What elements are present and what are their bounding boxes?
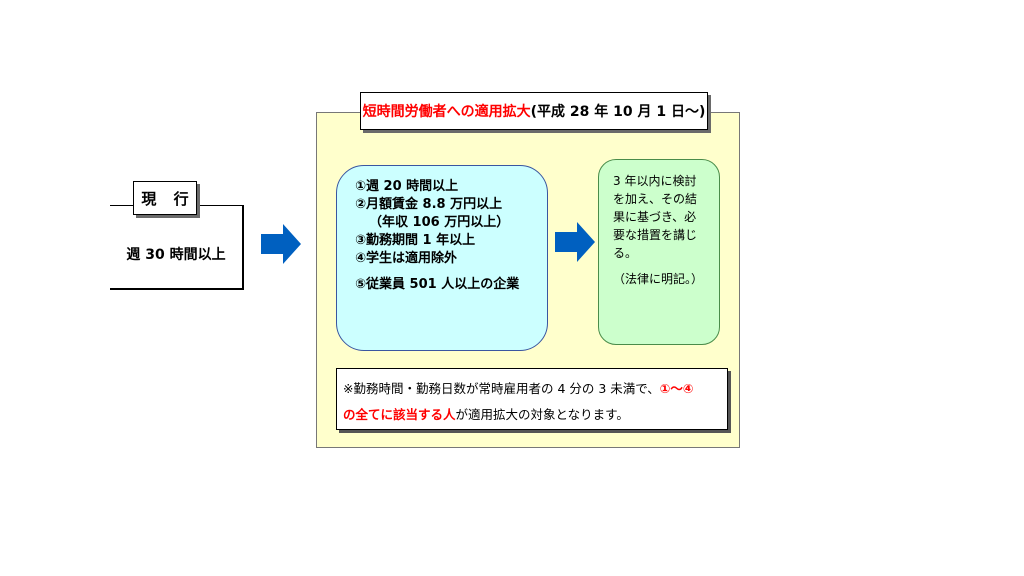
condition-item: （年収 106 万円以上） xyxy=(369,215,510,230)
arrow-right-icon xyxy=(261,224,301,264)
condition-item: ①週 20 時間以上 xyxy=(355,179,459,194)
expansion-title: 短時間労働者への適用拡大(平成 28 年 10 月 1 日〜) xyxy=(360,92,708,130)
footnote-highlight: ①〜④ xyxy=(659,381,694,396)
expansion-title-date: (平成 28 年 10 月 1 日〜) xyxy=(530,104,706,120)
result-line: を加え、その結 xyxy=(613,192,698,206)
condition-item: ④学生は適用除外 xyxy=(355,251,458,266)
footnote-line-1: ※勤務時間・勤務日数が常時雇用者の 4 分の 3 未満で、①〜④ xyxy=(343,376,727,402)
result-line: る。 xyxy=(613,246,638,260)
footnote-text: が適用拡大の対象となります。 xyxy=(455,407,629,422)
result-line: 果に基づき、必 xyxy=(613,210,697,224)
condition-item: ③勤務期間 1 年以上 xyxy=(355,233,476,248)
footnote-text: ※勤務時間・勤務日数が常時雇用者の 4 分の 3 未満で、 xyxy=(343,381,660,396)
result-box: 3 年以内に検討 を加え、その結 果に基づき、必 要な措置を講じ る。 （法律に… xyxy=(598,159,720,345)
current-label: 現 行 xyxy=(133,181,197,215)
condition-item: ⑤従業員 501 人以上の企業 xyxy=(355,277,520,292)
current-condition: 週 30 時間以上 xyxy=(126,247,226,263)
result-line: 3 年以内に検討 xyxy=(613,174,697,188)
footnote-highlight: の全てに該当する人 xyxy=(343,407,456,422)
footnote-line-2: の全てに該当する人が適用拡大の対象となります。 xyxy=(343,402,727,428)
result-line: 要な措置を講じ xyxy=(613,228,698,242)
conditions-box: ①週 20 時間以上 ②月額賃金 8.8 万円以上 （年収 106 万円以上） … xyxy=(336,165,548,351)
result-note: （法律に明記。） xyxy=(613,272,704,286)
expansion-title-main: 短時間労働者への適用拡大 xyxy=(362,104,531,120)
footnote-box: ※勤務時間・勤務日数が常時雇用者の 4 分の 3 未満で、①〜④ の全てに該当す… xyxy=(336,368,728,430)
condition-item: ②月額賃金 8.8 万円以上 xyxy=(355,197,503,212)
current-box xyxy=(110,205,244,290)
arrow-right-icon xyxy=(555,222,595,262)
